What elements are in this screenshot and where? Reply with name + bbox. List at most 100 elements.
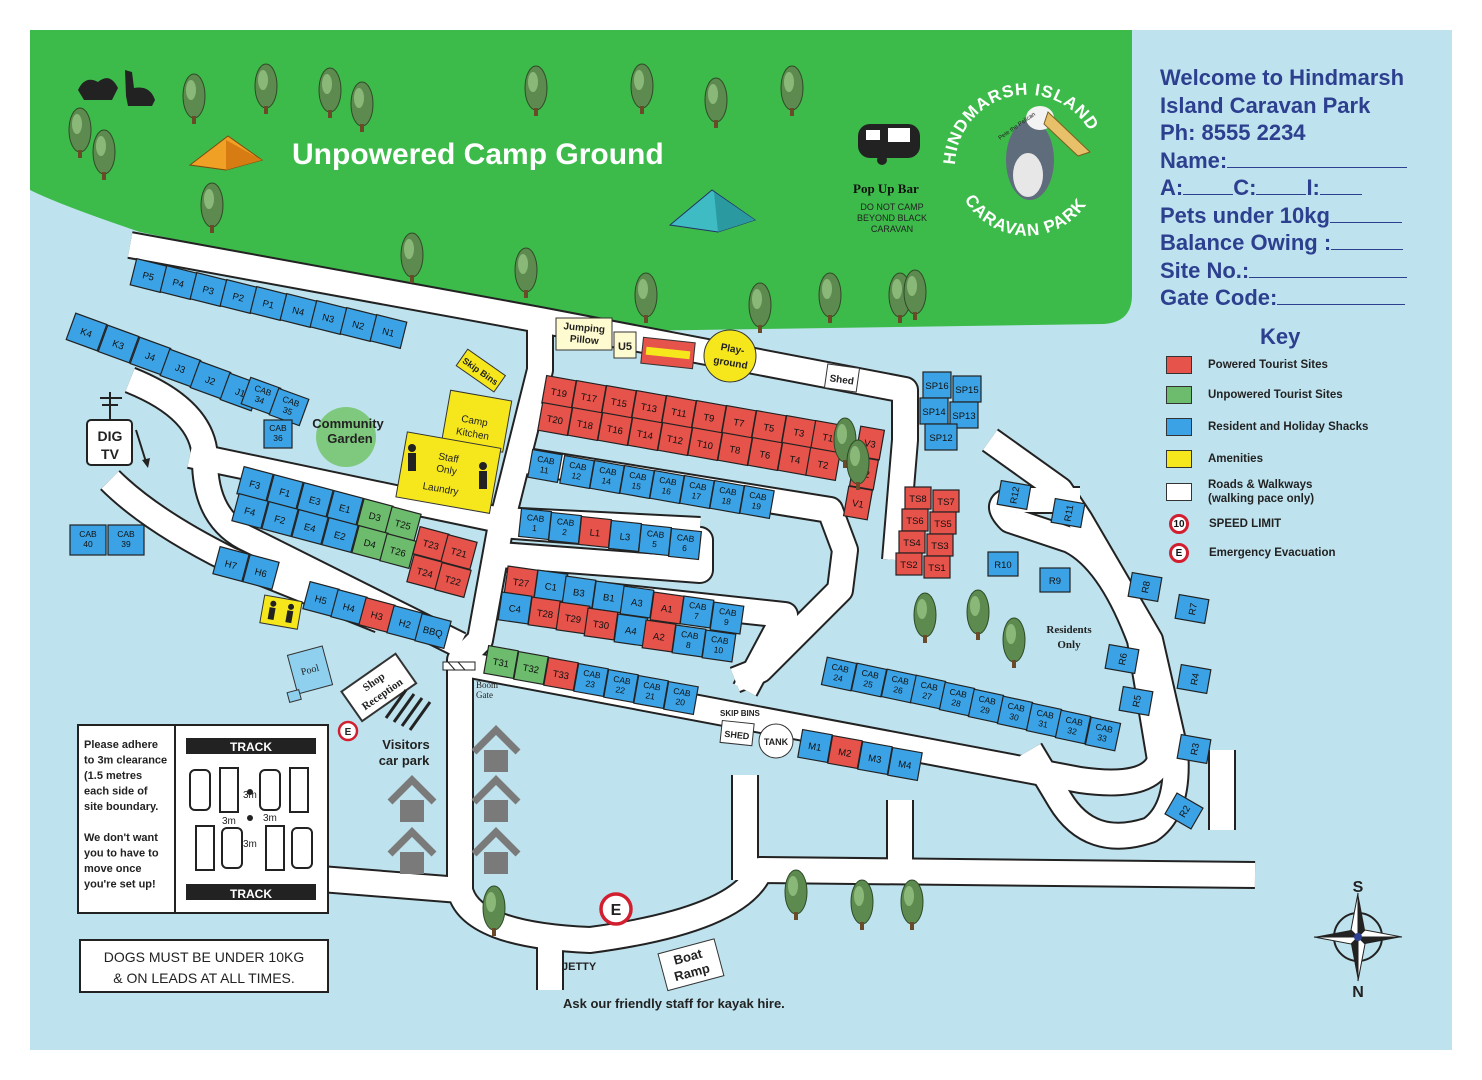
- site-label: P5: [141, 270, 155, 283]
- site-label: 12: [571, 470, 582, 482]
- balance-field[interactable]: Balance Owing :: [1160, 229, 1430, 257]
- site-t14: T14: [627, 416, 663, 452]
- site-label: TS3: [931, 541, 948, 552]
- site-label: H2: [397, 618, 412, 632]
- garden-label: Garden: [327, 431, 373, 446]
- site-label: R12: [1009, 486, 1023, 505]
- site-label: CAB: [1036, 707, 1055, 720]
- site-r9: R9: [1039, 567, 1071, 593]
- site-label: 8: [685, 640, 691, 651]
- u5-label: U5: [618, 341, 632, 353]
- site-label: M3: [867, 753, 882, 766]
- pets-field[interactable]: Pets under 10kg: [1160, 202, 1430, 230]
- tree-icon: [514, 247, 538, 298]
- site-field[interactable]: Site No.:: [1160, 257, 1430, 285]
- house-icon: [471, 775, 521, 822]
- site-label: P3: [201, 284, 215, 297]
- site-label: CAB: [710, 634, 729, 646]
- tree-icon: [634, 272, 658, 323]
- site-n2: N2: [339, 306, 378, 343]
- site-label: T8: [728, 444, 741, 457]
- site-label: L3: [619, 531, 631, 543]
- svg-text:3m: 3m: [222, 816, 236, 827]
- key-item: Amenities: [1166, 450, 1263, 468]
- camp-ground-label: Unpowered Camp Ground: [292, 138, 664, 171]
- site-label: B1: [602, 592, 615, 605]
- site-m4: M4: [887, 746, 923, 782]
- skip-bins-2-label: SKIP BINS: [720, 709, 761, 718]
- shed-2: SHED: [719, 719, 755, 747]
- site-r4: R4: [1176, 663, 1212, 695]
- site-label: T6: [758, 449, 771, 462]
- tree-icon: [350, 81, 374, 132]
- site-label: T22: [443, 574, 462, 589]
- site-t16: T16: [597, 411, 633, 447]
- site-label: 15: [631, 480, 642, 492]
- swatch: [1166, 386, 1192, 404]
- site-label: T26: [388, 545, 407, 560]
- site-label: T1: [821, 432, 834, 445]
- site-t33: T33: [543, 656, 579, 692]
- tv-label: TV: [101, 446, 120, 462]
- key-title: Key: [1260, 324, 1301, 349]
- tree-icon: [784, 869, 808, 920]
- site-label: CAB: [117, 529, 135, 539]
- welcome-line-1: Welcome to Hindmarsh: [1160, 65, 1405, 90]
- site-r5: R5: [1118, 685, 1154, 717]
- site-label: R9: [1049, 576, 1061, 587]
- shed: Shed: [823, 363, 861, 393]
- site-ts2: TS2: [895, 552, 923, 576]
- svg-text:3m: 3m: [243, 839, 257, 850]
- u5-site: [613, 331, 637, 359]
- svg-text:TRACK: TRACK: [230, 887, 272, 901]
- site-t31: T31: [483, 644, 519, 680]
- tree-icon: [913, 592, 937, 643]
- site-label: 5: [652, 539, 658, 549]
- site-label: R5: [1131, 694, 1144, 708]
- site-label: C4: [508, 603, 522, 616]
- site-label: SP12: [929, 433, 952, 444]
- site-t2: T2: [805, 446, 841, 482]
- site-label: 34: [253, 393, 266, 406]
- site-t6: T6: [747, 436, 783, 472]
- site-label: E1: [338, 503, 352, 517]
- site-label: BBQ: [421, 625, 443, 641]
- site-sp15: SP15: [952, 375, 982, 403]
- site-label: 1: [532, 523, 538, 533]
- pop-up-bar-label: Pop Up Bar: [853, 181, 919, 196]
- site-label: CAB: [583, 668, 602, 681]
- site-p2: P2: [219, 278, 258, 315]
- site-label: T18: [576, 419, 594, 433]
- name-field[interactable]: Name:: [1160, 147, 1430, 175]
- site-label: 17: [691, 490, 702, 502]
- site-label: 36: [273, 433, 283, 443]
- site-label: 40: [83, 539, 93, 549]
- guests-field[interactable]: A:C:I:: [1160, 174, 1430, 202]
- site-t4: T4: [777, 441, 813, 477]
- site-label: J3: [173, 363, 186, 377]
- key-label: SPEED LIMIT: [1209, 518, 1282, 530]
- site-t3: T3: [781, 414, 817, 450]
- site-label: T4: [788, 454, 801, 467]
- car-park-label: car park: [379, 753, 430, 768]
- site-label: 39: [121, 539, 131, 549]
- site-h6: H6: [242, 553, 280, 591]
- site-label: TS7: [937, 497, 954, 508]
- pool-label: Pool: [300, 663, 321, 678]
- site-a1: A1: [649, 591, 685, 625]
- site-label: N2: [351, 319, 365, 333]
- gate-code-field[interactable]: Gate Code:: [1160, 284, 1430, 312]
- site-ts6: TS6: [901, 508, 929, 532]
- site-e1: E1: [326, 489, 364, 527]
- site-label: N3: [321, 312, 335, 326]
- site-label: 32: [1066, 725, 1078, 737]
